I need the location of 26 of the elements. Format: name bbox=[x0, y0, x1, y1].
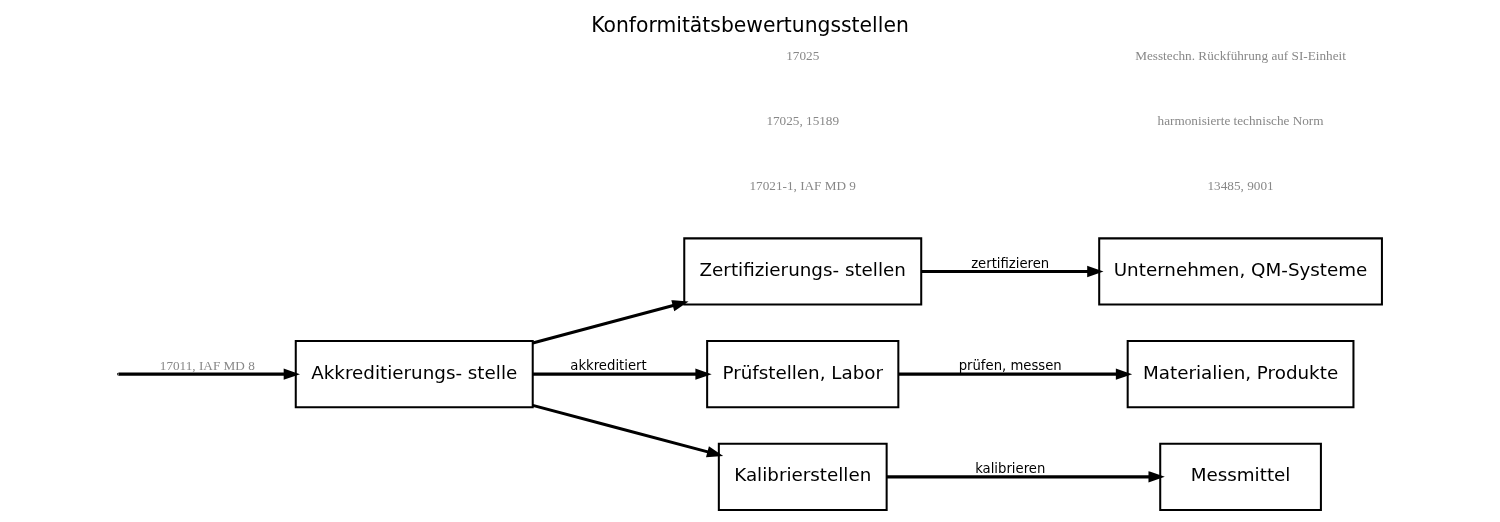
node-box: Messmittel bbox=[1159, 442, 1322, 511]
edge-label: zertifizieren bbox=[971, 255, 1050, 271]
label: 17025 bbox=[786, 48, 820, 64]
arrow bbox=[532, 403, 724, 458]
label: harmonisierte technische Norm bbox=[1157, 113, 1324, 129]
arrow bbox=[886, 471, 1165, 483]
label: 17025, 15189 bbox=[766, 113, 840, 129]
diagram-title: Konformitätsbewertungsstellen bbox=[591, 13, 909, 38]
edge-label: akkreditiert bbox=[570, 358, 647, 374]
node-box: Zertifizierungs- stellen bbox=[683, 237, 923, 306]
label: Messtechn. Rückführung auf SI-Einheit bbox=[1135, 48, 1346, 64]
edge-label: prüfen, messen bbox=[958, 358, 1062, 374]
node-box: Unternehmen, QM-Systeme bbox=[1098, 237, 1383, 306]
arrow bbox=[921, 265, 1104, 278]
node-box: Kalibrierstellen bbox=[717, 442, 888, 511]
arrow bbox=[898, 368, 1133, 380]
arrow bbox=[532, 300, 689, 345]
arrow bbox=[532, 368, 712, 380]
edge-label: 17011, IAF MD 8 bbox=[159, 358, 255, 374]
label: 13485, 9001 bbox=[1207, 178, 1274, 194]
node-box: Materialien, Produkte bbox=[1126, 340, 1355, 409]
label: 17021-1, IAF MD 9 bbox=[749, 178, 856, 194]
edge-label: kalibrieren bbox=[975, 461, 1046, 477]
arrow bbox=[118, 368, 300, 380]
node-box: Akkreditierungs- stelle bbox=[294, 340, 534, 409]
node-box: Prüfstellen, Labor bbox=[706, 340, 900, 409]
